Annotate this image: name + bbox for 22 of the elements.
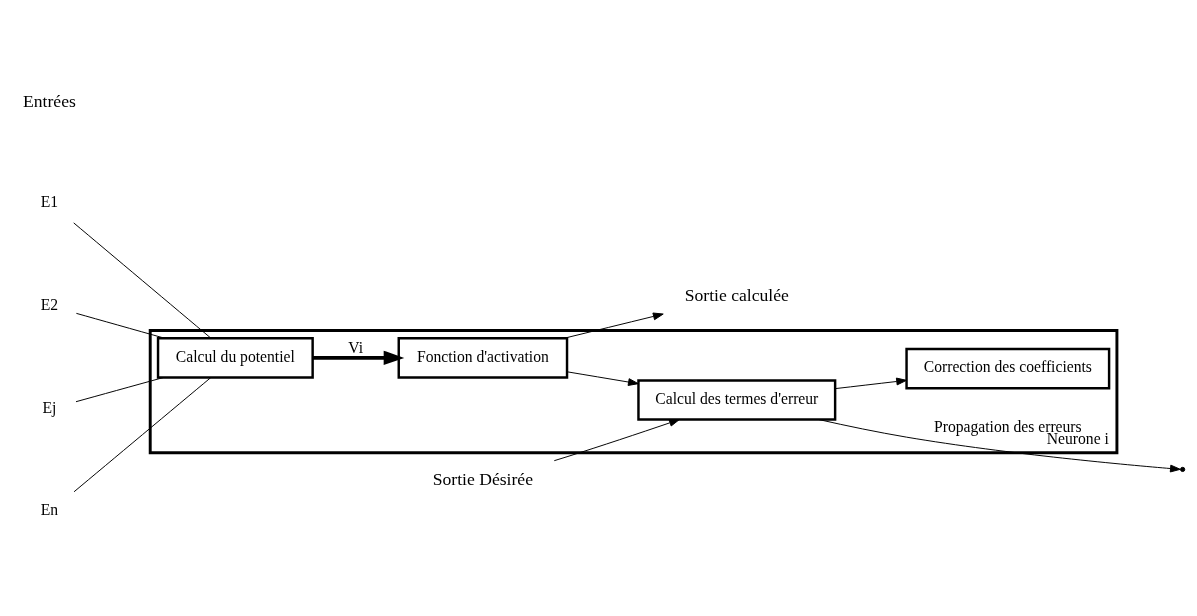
node-text: Sortie calculée bbox=[684, 284, 789, 305]
arrow bbox=[834, 377, 907, 390]
node-box: Correction des coefficients bbox=[905, 347, 1111, 390]
node-box: Calcul du potentiel bbox=[156, 337, 314, 379]
connector bbox=[75, 312, 166, 339]
connector bbox=[73, 377, 212, 493]
node-text: En bbox=[40, 501, 59, 519]
connector bbox=[75, 377, 164, 403]
node-text: Ej bbox=[42, 398, 57, 416]
arrow bbox=[553, 419, 680, 462]
arrow bbox=[818, 419, 1181, 473]
label: Entrées bbox=[23, 90, 76, 111]
edge-label: Vi bbox=[348, 338, 364, 356]
connector bbox=[73, 222, 212, 339]
node-text: E1 bbox=[40, 193, 59, 211]
node-box: Fonction d'activation bbox=[397, 337, 569, 379]
node-text: E2 bbox=[40, 295, 59, 313]
node-text: Sortie Désirée bbox=[432, 469, 534, 490]
node-box: Calcul des termes d'erreur bbox=[637, 379, 837, 421]
arrow bbox=[563, 312, 664, 339]
arrow bbox=[312, 350, 405, 366]
arrow bbox=[566, 371, 639, 386]
